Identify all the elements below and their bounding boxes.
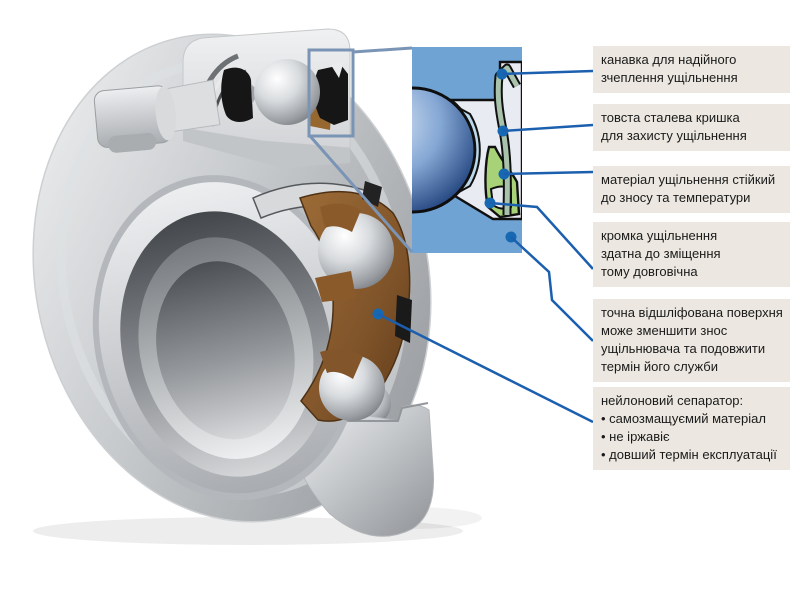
magnifier-callout — [307, 46, 414, 253]
leader-nylon-cage — [377, 312, 594, 424]
callout-seal-material: матеріал ущільнення стійкий до зносу та … — [593, 166, 790, 213]
cage-section — [252, 181, 412, 422]
callout-line: термін його служби — [601, 359, 718, 374]
leader-seal-lip — [489, 201, 594, 270]
cage-prong-top — [320, 203, 361, 232]
callout-ground-surface: точна відшліфована поверхня може зменшит… — [593, 299, 790, 382]
callout-line: нейлоновий сепаратор: — [601, 393, 744, 408]
callout-groove: канавка для надійного зчеплення ущільнен… — [593, 46, 790, 93]
leader-lines — [377, 69, 594, 424]
callout-line: зчеплення ущільнення — [601, 70, 738, 85]
callout-line: • не іржавіє — [601, 429, 670, 444]
callout-line: • самозмащуємий матеріал — [601, 411, 766, 426]
callout-seal-lip: кромка ущільнення здатна до зміщення том… — [593, 222, 790, 287]
leader-groove — [501, 69, 594, 76]
right-seal-black — [313, 65, 348, 125]
bore-deep — [156, 261, 295, 440]
right-seal-vnotch — [331, 61, 344, 78]
leader-ground-surface — [510, 236, 594, 342]
callout-line: кромка ущільнення — [601, 228, 718, 243]
leader-seal-material — [503, 170, 594, 176]
callout-line: може зменшити знос — [601, 323, 728, 338]
cage-seal-edge-black — [395, 295, 412, 343]
cage-prong-mid — [315, 271, 356, 302]
panel-raceway — [458, 107, 481, 193]
collar-block — [93, 79, 221, 153]
seal-detail-panel — [412, 47, 522, 253]
callout-line: ущільнювача та подовжити — [601, 341, 766, 356]
callout-steel-cover: товста сталева кришка для захисту ущільн… — [593, 104, 790, 151]
highlight-box — [307, 48, 355, 138]
inner-ring-group — [92, 175, 361, 501]
callout-line: точна відшліфована поверхня — [601, 305, 783, 320]
cage-prong-low — [320, 349, 363, 379]
callout-line: до зносу та температури — [601, 190, 751, 205]
projection-line-bottom — [308, 135, 414, 253]
section-under-slab — [183, 128, 350, 168]
leader-steel-cover — [502, 123, 594, 133]
callout-line: для захисту ущільнення — [601, 128, 747, 143]
callout-line: канавка для надійного — [601, 52, 737, 67]
cage-ball-mid — [318, 213, 394, 289]
collar-face — [155, 86, 176, 141]
callout-line: товста сталева кришка — [601, 110, 740, 125]
callout-line: тому довговічна — [601, 264, 698, 279]
bearing-render — [32, 28, 482, 545]
callout-nylon-cage: нейлоновий сепаратор: • самозмащуємий ма… — [593, 387, 790, 470]
callout-line: матеріал ущільнення стійкий — [601, 172, 776, 187]
callout-line: здатна до зміщення — [601, 246, 721, 261]
top-ball — [254, 59, 320, 125]
grub-screw — [108, 132, 157, 153]
callout-line: • довший термін експлуатації — [601, 447, 777, 462]
callout-dots — [372, 68, 517, 320]
projection-line-top — [352, 46, 413, 54]
left-seal-black — [221, 67, 253, 122]
